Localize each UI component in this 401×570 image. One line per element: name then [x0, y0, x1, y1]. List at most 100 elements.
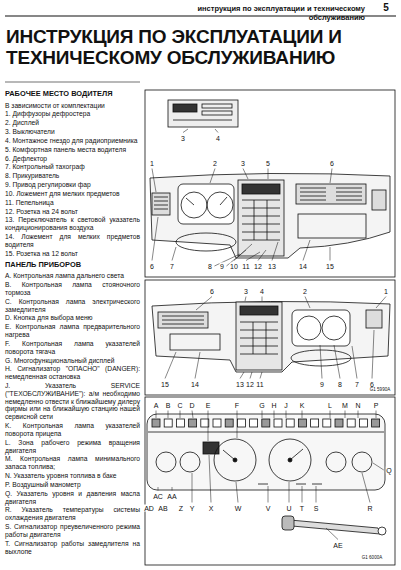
callout-number: 2 — [303, 288, 308, 295]
leader-line — [192, 473, 193, 503]
leader-line — [358, 411, 359, 419]
callout-number: 3 — [244, 288, 249, 295]
leader-line — [258, 250, 266, 261]
list-item: G. Многофункциональный дисплей — [5, 357, 140, 365]
list-item: 13. Переключатель к световой указатель к… — [5, 216, 140, 232]
callout-number: AE — [333, 542, 343, 549]
leader-line — [209, 455, 211, 503]
warning-lamp — [298, 419, 306, 427]
leader-line — [215, 129, 218, 133]
leader-line — [240, 372, 244, 379]
leader-line — [168, 411, 169, 419]
callout-number: 3 — [181, 135, 186, 142]
list-item: 12. Розетка на 24 вольт — [5, 208, 140, 216]
callout-number: 9 — [220, 263, 225, 270]
warning-lamp — [176, 419, 184, 427]
callout-number: V — [265, 505, 271, 512]
warning-lamp — [225, 419, 233, 427]
list-item: E. Контрольная лампа предварительного на… — [5, 323, 140, 339]
list-item: J. Указатель SERVICE ("ТЕХОБСЛУЖИВАНИЕ")… — [5, 382, 140, 421]
leader-line — [316, 486, 317, 503]
list-item: 7. Контрольный тахограф — [5, 163, 140, 171]
section-heading: РАБОЧЕЕ МЕСТО ВОДИТЕЛЯ — [5, 90, 140, 99]
leader-line — [237, 411, 238, 439]
callout-number: G — [259, 402, 265, 409]
leader-line — [373, 463, 384, 470]
list-item: 8. Прикуриватель — [5, 172, 140, 180]
warning-lamp — [359, 419, 367, 427]
leader-line — [208, 411, 209, 442]
callout-number: E — [205, 402, 211, 409]
list-item: C. Контрольная лампа электрического заме… — [5, 298, 140, 314]
page-number: 5 — [378, 2, 394, 13]
list-item: T. Сигнализатор работы замедлителя на вы… — [5, 540, 140, 556]
list-item: 6. Дефлектор — [5, 155, 140, 163]
callout-number: F — [234, 402, 239, 409]
warning-lamp — [286, 419, 294, 427]
callout-number: 1 — [384, 288, 389, 295]
list-item: 11. Пепельница — [5, 199, 140, 207]
list-item: 5. Комфортная панель места водителя — [5, 146, 140, 154]
callout-number: AB — [158, 505, 168, 512]
running-header: инструкция по эксплуатации и техническом… — [150, 4, 365, 22]
page-title: ИНСТРУКЦИЯ ПО ЭКСПЛУАТАЦИИ И ТЕХНИЧЕСКОМ… — [6, 27, 396, 69]
callout-number: 10 — [230, 263, 239, 270]
figure-code: G1 5990A — [369, 388, 390, 393]
warning-lamp — [311, 419, 319, 427]
leader-line — [195, 352, 200, 379]
warning-lamp — [164, 419, 172, 427]
leader-line — [274, 411, 275, 419]
callout-number: 4 — [216, 135, 221, 142]
callout-number: 14 — [191, 381, 200, 388]
warning-lamp — [335, 419, 343, 427]
leader-line — [268, 486, 269, 503]
callout-number: Y — [189, 505, 195, 512]
callout-number: 8 — [208, 263, 213, 270]
callout-number: D — [189, 402, 195, 409]
warning-lamp — [372, 419, 380, 427]
callout-number: 12 — [246, 381, 255, 388]
warning-lamp — [237, 419, 245, 427]
text-column: РАБОЧЕЕ МЕСТО ВОДИТЕЛЯВ зависимости от к… — [5, 87, 140, 556]
leader-line — [250, 372, 252, 379]
leader-line — [245, 297, 246, 302]
leader-line — [320, 345, 322, 379]
callout-number: 9 — [320, 381, 325, 388]
list-item: F. Контрольная лампа указателей поворота… — [5, 340, 140, 356]
list-item: 15. Розетка на 12 вольт — [5, 250, 140, 258]
leader-line — [260, 372, 262, 379]
callout-number: 7 — [170, 263, 175, 270]
list-item: 1. Диффузоры дефростера — [5, 110, 140, 118]
callout-number: 3 — [241, 160, 246, 167]
callout-number: T — [299, 505, 304, 512]
callout-number: 15 — [326, 263, 335, 270]
leader-line — [305, 297, 310, 309]
leader-line — [303, 240, 310, 261]
callout-number: 2 — [213, 160, 218, 167]
leader-line — [262, 297, 263, 302]
list-item: L. Зона рабочего режима вращения двигате… — [5, 439, 140, 455]
callout-number: 8 — [338, 381, 343, 388]
leader-line — [286, 411, 287, 419]
callout-number: K — [299, 402, 305, 409]
callout-number: X — [208, 505, 214, 512]
callout-number: L — [328, 402, 333, 409]
leader-line — [376, 411, 377, 419]
list-item: 9. Привод регулировки фар — [5, 181, 140, 189]
leader-line — [330, 411, 331, 419]
warning-lamp — [152, 419, 160, 427]
leader-line — [326, 528, 338, 540]
leader-line — [268, 169, 269, 180]
leader-line — [330, 169, 332, 184]
callout-number: C — [177, 402, 183, 409]
list-item: P. Воздушный манометр — [5, 481, 140, 489]
list-item: 10. Ложемент для мелких предметов — [5, 190, 140, 198]
leader-line — [376, 297, 386, 309]
callout-number: AC — [153, 493, 164, 500]
leader-line — [302, 411, 303, 419]
callout-number: Z — [178, 505, 183, 512]
leader-line — [330, 247, 331, 261]
leader-line — [345, 411, 346, 419]
callout-number: 13 — [236, 381, 245, 388]
leader-line — [152, 217, 158, 261]
